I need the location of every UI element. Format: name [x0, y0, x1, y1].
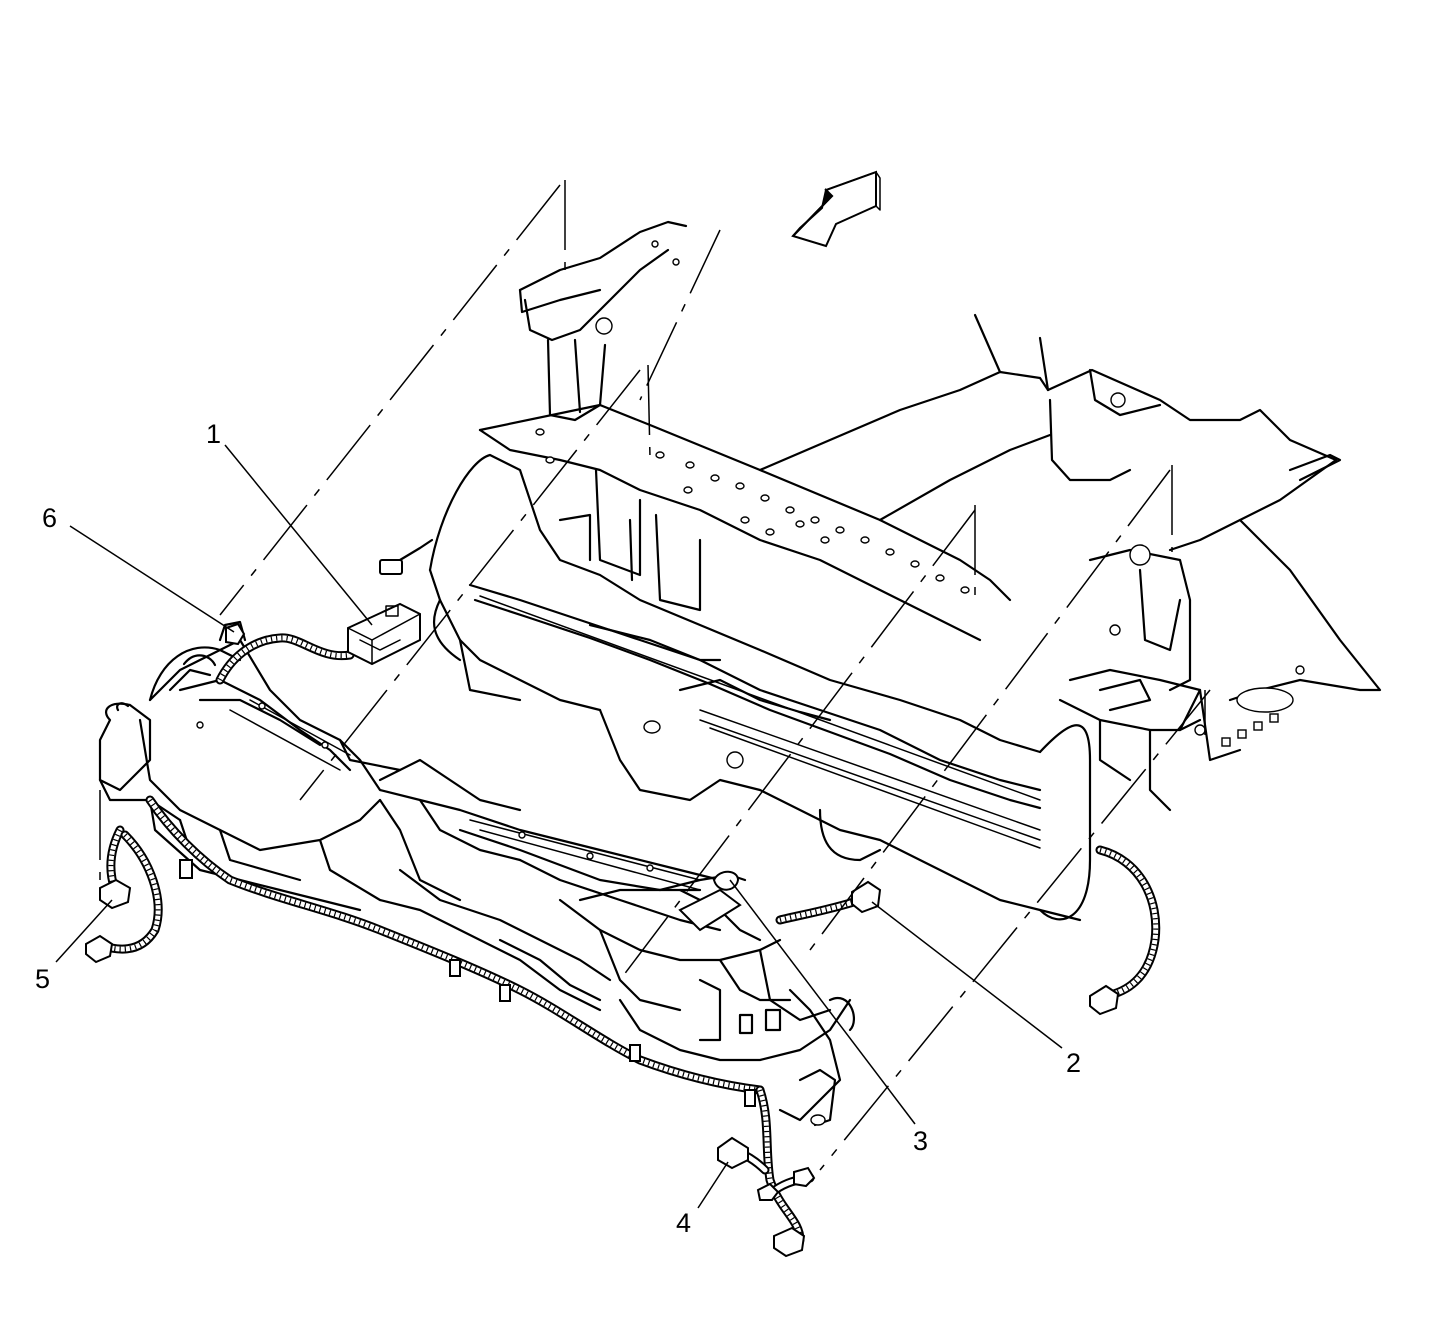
callout-2: 2 — [1066, 1048, 1081, 1078]
alignment-lines — [99, 180, 1211, 1171]
crossmember-holes — [535, 428, 970, 594]
callouts: 1 2 3 4 5 6 — [35, 419, 1081, 1238]
connector-5 — [85, 878, 132, 964]
callout-6: 6 — [42, 503, 57, 533]
callout-3: 3 — [913, 1126, 928, 1156]
leader-lines — [55, 444, 1063, 1209]
connector-right — [1089, 984, 1120, 1016]
connector-2 — [851, 880, 882, 914]
connector-4 — [717, 1136, 816, 1258]
radiator-support — [98, 620, 855, 1127]
connector-1 — [347, 602, 421, 666]
callout-4: 4 — [676, 1208, 691, 1238]
vehicle-frame — [379, 220, 1382, 922]
callout-1: 1 — [206, 419, 221, 449]
callout-5: 5 — [35, 964, 50, 994]
connector-3 — [678, 870, 742, 932]
wiring-harness — [95, 633, 1161, 1245]
view-direction-arrow-icon — [791, 170, 881, 248]
